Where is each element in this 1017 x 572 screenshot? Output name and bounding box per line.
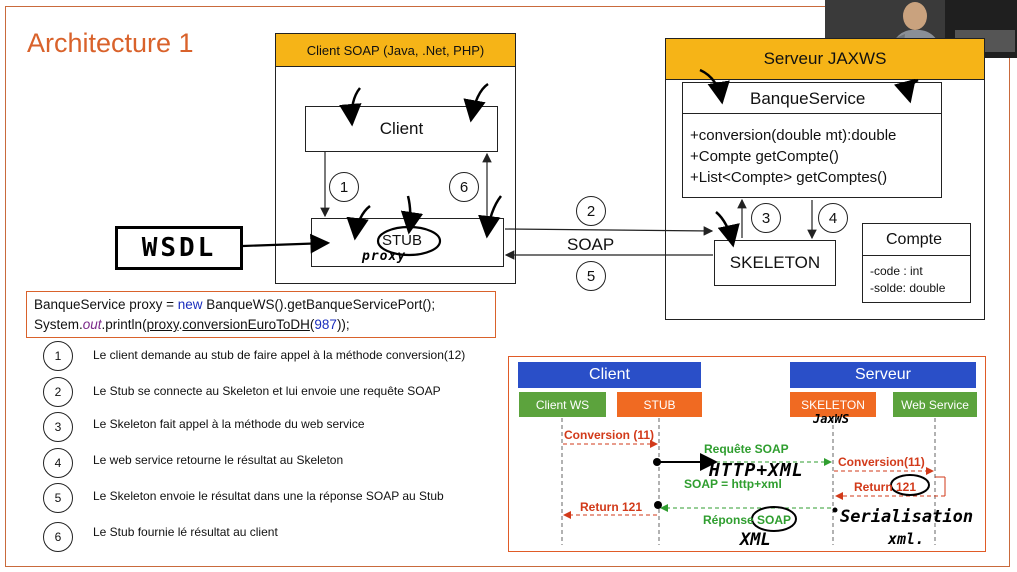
arrow-number-6: 6 bbox=[449, 172, 479, 202]
hand-xml-1: XML bbox=[740, 530, 771, 550]
banque-service-divider bbox=[682, 82, 942, 114]
code-number: 987 bbox=[314, 317, 337, 332]
compte-title: Compte bbox=[886, 231, 943, 248]
method-conversion: +conversion(double mt):double bbox=[690, 127, 897, 144]
method-get-compte: +Compte getCompte() bbox=[690, 148, 839, 165]
arrow-number-4: 4 bbox=[818, 203, 848, 233]
wsdl-box: WSDL bbox=[115, 226, 243, 270]
soap-label: SOAP bbox=[567, 235, 615, 254]
hand-xml-2: xml. bbox=[888, 530, 925, 548]
step-number: 6 bbox=[43, 522, 73, 552]
step-number: 4 bbox=[43, 448, 73, 478]
seq-msg-soap-http: SOAP = http+xml bbox=[684, 477, 782, 491]
code-underlined: proxy bbox=[146, 317, 179, 332]
code-text: )); bbox=[336, 317, 350, 332]
code-line-2: System.out.println(proxy.conversionEuroT… bbox=[34, 315, 488, 335]
step-text: Le web service retourne le résultat au S… bbox=[93, 453, 344, 467]
step-number: 1 bbox=[43, 341, 73, 371]
arrow-number-5: 5 bbox=[576, 261, 606, 291]
code-line-1: BanqueService proxy = new BanqueWS().get… bbox=[34, 295, 488, 315]
arrow-number-3: 3 bbox=[751, 203, 781, 233]
slide-frame bbox=[5, 6, 1010, 567]
compte-divider bbox=[862, 223, 971, 256]
seq-msg-return-client: Return 121 bbox=[580, 500, 643, 514]
compte-field-solde: -solde: double bbox=[870, 281, 946, 295]
code-italic: out bbox=[82, 317, 102, 332]
step-number: 3 bbox=[43, 412, 73, 442]
seq-msg-return-server: Return 121 bbox=[854, 480, 917, 494]
seq-msg-conversion-server: Conversion(11) bbox=[838, 455, 925, 469]
compte-field-code: -code : int bbox=[870, 264, 923, 278]
code-text: .println( bbox=[101, 317, 147, 332]
client-box: Client bbox=[305, 106, 498, 152]
stub-label: STUB bbox=[382, 232, 423, 249]
hand-http-xml: HTTP+XML bbox=[709, 460, 804, 481]
code-text: BanqueService proxy = bbox=[34, 297, 178, 312]
client-soap-header: Client SOAP (Java, .Net, PHP) bbox=[275, 33, 516, 67]
code-underlined: conversionEuroToDH bbox=[182, 317, 310, 332]
seq-web-service: Web Service bbox=[893, 392, 977, 417]
slide-title: Architecture 1 bbox=[27, 28, 194, 58]
seq-msg-reponse-soap: Réponse SOAP bbox=[703, 513, 792, 527]
seq-msg-requete-soap: Requête SOAP bbox=[704, 442, 789, 456]
step-text: Le client demande au stub de faire appel… bbox=[93, 348, 466, 362]
arrow-number-1: 1 bbox=[329, 172, 359, 202]
code-keyword: new bbox=[177, 297, 203, 312]
code-text: . bbox=[178, 317, 183, 332]
arrow-number-2: 2 bbox=[576, 196, 606, 226]
step-text: Le Stub se connecte au Skeleton et lui e… bbox=[93, 384, 441, 398]
code-text: System. bbox=[34, 317, 83, 332]
seq-skeleton: SKELETON bbox=[790, 392, 876, 417]
code-snippet: BanqueService proxy = new BanqueWS().get… bbox=[26, 291, 496, 338]
seq-msg-conversion-client: Conversion (11) bbox=[564, 428, 655, 442]
sequence-diagram-frame bbox=[508, 356, 986, 552]
compte-box bbox=[862, 223, 971, 303]
method-get-comptes: +List<Compte> getComptes() bbox=[690, 169, 888, 186]
seq-server-header: Serveur bbox=[790, 362, 976, 388]
code-text: ( bbox=[309, 317, 315, 332]
skeleton-box: SKELETON bbox=[714, 240, 836, 286]
server-header: Serveur JAXWS bbox=[665, 38, 985, 80]
step-text: Le Skeleton fait appel à la méthode du w… bbox=[93, 417, 365, 431]
step-text: Le Skeleton envoie le résultat dans une … bbox=[93, 489, 444, 503]
step-text: Le Stub fournie lé résultat au client bbox=[93, 525, 278, 539]
seq-client-header: Client bbox=[518, 362, 701, 388]
code-text: BanqueWS().getBanqueServicePort(); bbox=[202, 297, 436, 312]
banque-service-name: BanqueService bbox=[750, 89, 866, 108]
step-number: 5 bbox=[43, 483, 73, 513]
seq-stub: STUB bbox=[617, 392, 702, 417]
step-number: 2 bbox=[43, 377, 73, 407]
hand-jaxws: JaxWS bbox=[813, 412, 850, 426]
seq-client-ws: Client WS bbox=[519, 392, 606, 417]
hand-serialisation: Serialisation bbox=[840, 507, 974, 527]
